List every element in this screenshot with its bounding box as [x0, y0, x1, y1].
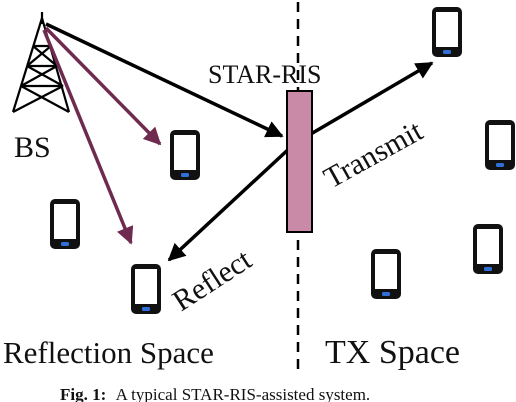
- tx-space-label: TX Space: [325, 334, 460, 371]
- transmit-label: Transmit: [318, 114, 428, 195]
- reflect-label: Reflect: [167, 243, 258, 318]
- reflect-arrow: [167, 144, 294, 262]
- reflection-space-label: Reflection Space: [3, 335, 214, 370]
- smartphone-icon: [473, 224, 503, 274]
- bs-to-user-arrow: [44, 26, 162, 146]
- base-station-icon: [11, 12, 71, 113]
- star-ris-panel: [286, 90, 313, 233]
- smartphone-icon: [50, 199, 80, 249]
- figure-caption: Fig. 1: A typical STAR-RIS-assisted syst…: [60, 385, 370, 402]
- caption-figure-number: Fig. 1:: [60, 385, 106, 402]
- transmit-arrow: [303, 61, 434, 140]
- smartphone-icon: [432, 7, 462, 57]
- bs-to-ris-arrow: [45, 22, 284, 138]
- smartphone-icon: [485, 120, 515, 170]
- star-ris-label: STAR-RIS: [208, 60, 322, 89]
- smartphone-icon: [170, 130, 200, 180]
- bs-label: BS: [14, 131, 51, 164]
- bs-to-user-arrow: [42, 29, 134, 245]
- caption-text: A typical STAR-RIS-assisted system.: [116, 385, 371, 402]
- smartphone-icon: [131, 264, 161, 314]
- smartphone-icon: [371, 249, 401, 299]
